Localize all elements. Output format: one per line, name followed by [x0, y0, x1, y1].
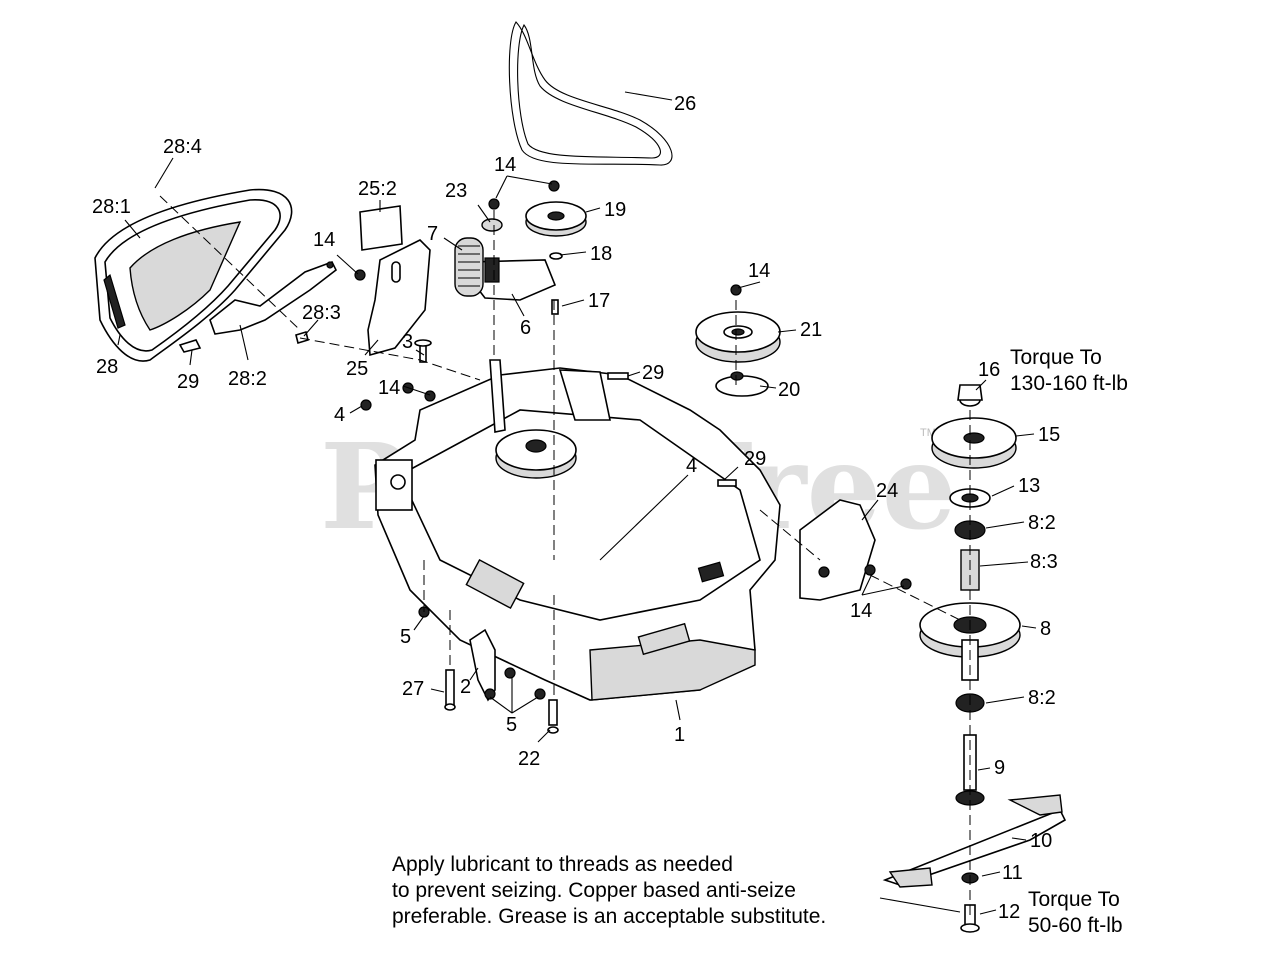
callout-25: 25 [346, 358, 368, 380]
callout-29: 29 [744, 448, 766, 470]
deck-pulley-right [695, 284, 781, 397]
callout-29: 29 [177, 371, 199, 393]
callout-labels: 26 28:4 28:1 28 29 28:2 28:3 25:2 25 14 … [92, 93, 1060, 923]
callout-11: 11 [1002, 862, 1023, 884]
callout-13: 13 [1018, 475, 1040, 497]
callout-9: 9 [994, 757, 1005, 779]
callout-25-2: 25:2 [358, 178, 397, 200]
lower-hardware [418, 606, 559, 734]
callout-21: 21 [800, 319, 822, 341]
callout-3: 3 [402, 331, 413, 353]
callout-23: 23 [445, 180, 467, 202]
callout-27: 27 [402, 678, 424, 700]
deck-cover [94, 188, 293, 362]
callout-14: 14 [378, 377, 400, 399]
callout-8: 8 [1040, 618, 1051, 640]
torque-note-upper: Torque To 130-160 ft-lb [1010, 346, 1128, 395]
callout-17: 17 [588, 290, 610, 312]
callout-8-2: 8:2 [1028, 687, 1056, 709]
idler-arm-assembly [454, 180, 560, 315]
callout-6: 6 [520, 317, 531, 339]
callout-14: 14 [748, 260, 770, 282]
baffle-bracket [354, 205, 431, 357]
callout-28-2: 28:2 [228, 368, 267, 390]
svg-text:50-60 ft-lb: 50-60 ft-lb [1028, 914, 1123, 937]
callout-22: 22 [518, 748, 540, 770]
callout-10: 10 [1030, 830, 1052, 852]
callout-7: 7 [427, 223, 438, 245]
callout-5: 5 [506, 714, 517, 736]
callout-28-3: 28:3 [302, 302, 341, 324]
svg-text:Torque To: Torque To [1010, 346, 1102, 369]
idler-pulley [525, 201, 587, 260]
callout-4: 4 [686, 455, 697, 477]
callout-24: 24 [876, 480, 898, 502]
leader-lines [117, 91, 1037, 915]
svg-text:to prevent seizing. Copper bas: to prevent seizing. Copper based anti-se… [392, 879, 796, 902]
callout-2: 2 [460, 676, 471, 698]
callout-5: 5 [400, 626, 411, 648]
lubricant-note: Apply lubricant to threads as needed to … [392, 853, 826, 928]
callout-14: 14 [313, 229, 335, 251]
callout-29: 29 [642, 362, 664, 384]
callout-15: 15 [1038, 424, 1060, 446]
callout-1: 1 [674, 724, 685, 746]
callout-14: 14 [494, 154, 516, 176]
callout-16: 16 [978, 359, 1000, 381]
svg-text:130-160 ft-lb: 130-160 ft-lb [1010, 372, 1128, 395]
svg-text:Torque To: Torque To [1028, 888, 1120, 911]
callout-20: 20 [778, 379, 800, 401]
mower-deck [374, 359, 781, 701]
callout-12: 12 [998, 901, 1020, 923]
callout-18: 18 [590, 243, 612, 265]
callout-8-3: 8:3 [1030, 551, 1058, 573]
callout-28-4: 28:4 [163, 136, 202, 158]
callout-26: 26 [674, 93, 696, 115]
callout-19: 19 [604, 199, 626, 221]
belt [508, 21, 673, 166]
svg-text:Apply lubricant to threads as: Apply lubricant to threads as needed [392, 853, 733, 876]
callout-28: 28 [96, 356, 118, 378]
deck-pulley-center [495, 429, 577, 479]
callout-28-1: 28:1 [92, 196, 131, 218]
svg-text:preferable. Grease is an accep: preferable. Grease is an acceptable subs… [392, 905, 826, 928]
callout-14: 14 [850, 600, 872, 622]
callout-4: 4 [334, 404, 345, 426]
callout-8-2: 8:2 [1028, 512, 1056, 534]
torque-note-lower: Torque To 50-60 ft-lb [1028, 888, 1123, 937]
